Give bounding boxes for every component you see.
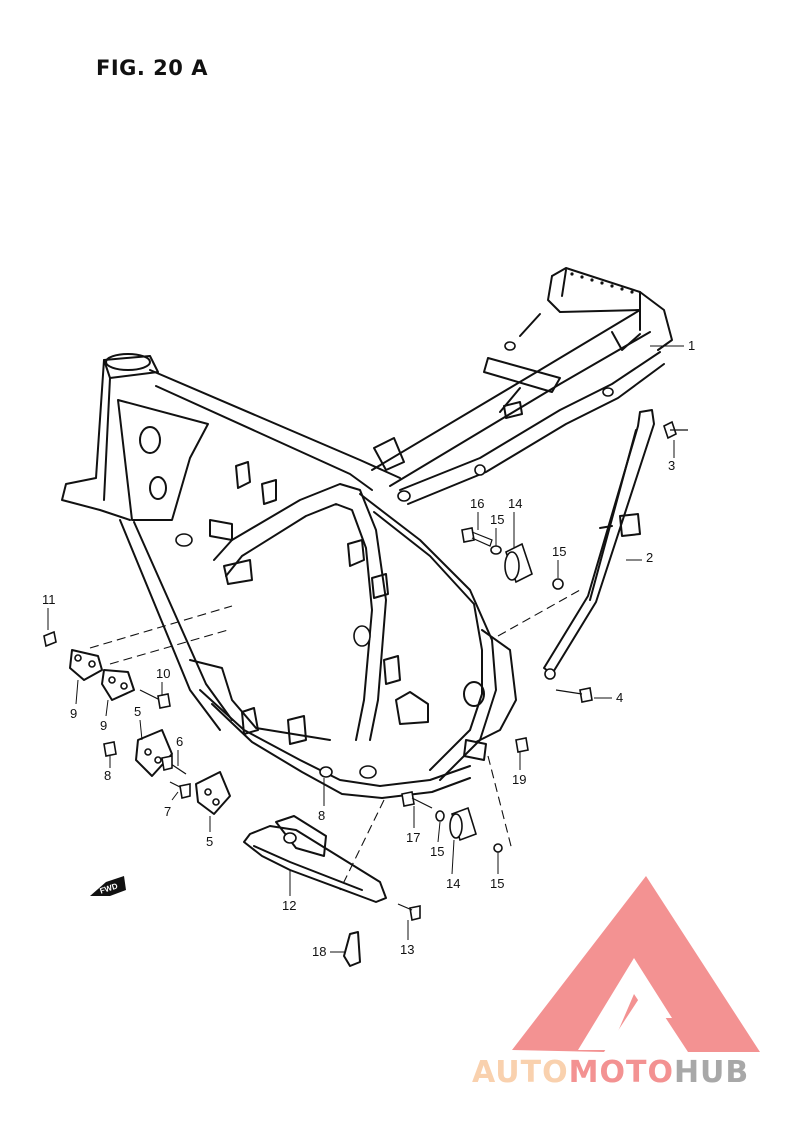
washer-15-lower (435, 810, 445, 822)
nut-11 (43, 630, 57, 648)
bolt-16 (461, 527, 493, 547)
callout-c15d: 15 (490, 876, 504, 891)
bolt-10 (139, 689, 171, 709)
watermark-logo: AUTOMOTOHUB (472, 876, 760, 1090)
main-frame (61, 267, 673, 799)
leader-line-c5a (139, 719, 143, 741)
callout-c4: 4 (616, 690, 623, 705)
watermark-hub: HUB (674, 1055, 749, 1090)
callout-c1: 1 (688, 338, 695, 353)
mount-plate-9a (69, 649, 103, 681)
leader-line-c7 (171, 791, 179, 801)
washer-15-right (552, 578, 564, 590)
bolt-13 (397, 903, 421, 921)
callout-c18: 18 (312, 944, 326, 959)
callout-c14b: 14 (446, 876, 460, 891)
callout-c10: 10 (156, 666, 170, 681)
fwd-arrow: FWD (90, 876, 126, 896)
bolt-7 (169, 781, 191, 799)
callout-c11: 11 (42, 592, 56, 607)
mount-plate-5b (195, 771, 231, 815)
callout-c8a: 8 (104, 768, 111, 783)
callout-c8b: 8 (318, 808, 325, 823)
leader-line-c9b (105, 699, 109, 717)
callout-c2: 2 (646, 550, 653, 565)
bolt-6 (161, 755, 187, 775)
leader-line-c15c (437, 821, 441, 843)
washer-15-far (493, 843, 503, 853)
bolt-17 (401, 791, 433, 809)
mount-plate-9b (101, 669, 135, 701)
callout-c3: 3 (668, 458, 675, 473)
callout-c15c: 15 (430, 844, 444, 859)
svg-text:AUTOMOTOHUB: AUTOMOTOHUB (472, 1055, 749, 1090)
callout-c9b: 9 (100, 718, 107, 733)
bolt-4 (555, 687, 593, 703)
washer-15-upper (490, 545, 502, 555)
mount-plate-5a (135, 729, 173, 777)
figure-title: FIG. 20 A (96, 56, 208, 80)
callout-c5a: 5 (134, 704, 141, 719)
callout-c15b: 15 (552, 544, 566, 559)
clamp-18 (343, 931, 361, 967)
watermark-moto: MOTO (569, 1055, 674, 1090)
callout-c12: 12 (282, 898, 296, 913)
leader-line-c14b (451, 839, 455, 875)
callout-c15a: 15 (490, 512, 504, 527)
callout-c9a: 9 (70, 706, 77, 721)
nut-19 (515, 737, 529, 753)
assembly-lines (89, 589, 581, 891)
callout-c6: 6 (176, 734, 183, 749)
callout-c16: 16 (470, 496, 484, 511)
leader-line-c9a (75, 679, 79, 705)
rear-frame-arm (543, 409, 655, 680)
bushing-14-lower (449, 806, 477, 842)
rear-rail-holes (570, 272, 634, 294)
bolt-3 (663, 420, 688, 440)
callout-c13: 13 (400, 942, 414, 957)
bushing-14-upper (504, 542, 533, 584)
callout-c19: 19 (512, 772, 526, 787)
callout-c17: 17 (406, 830, 420, 845)
nut-8-left (103, 741, 117, 757)
watermark-auto: AUTO (472, 1055, 569, 1090)
callout-c5b: 5 (206, 834, 213, 849)
callout-c14a: 14 (508, 496, 522, 511)
callout-c7: 7 (164, 804, 171, 819)
skid-plate-bracket (243, 815, 387, 903)
